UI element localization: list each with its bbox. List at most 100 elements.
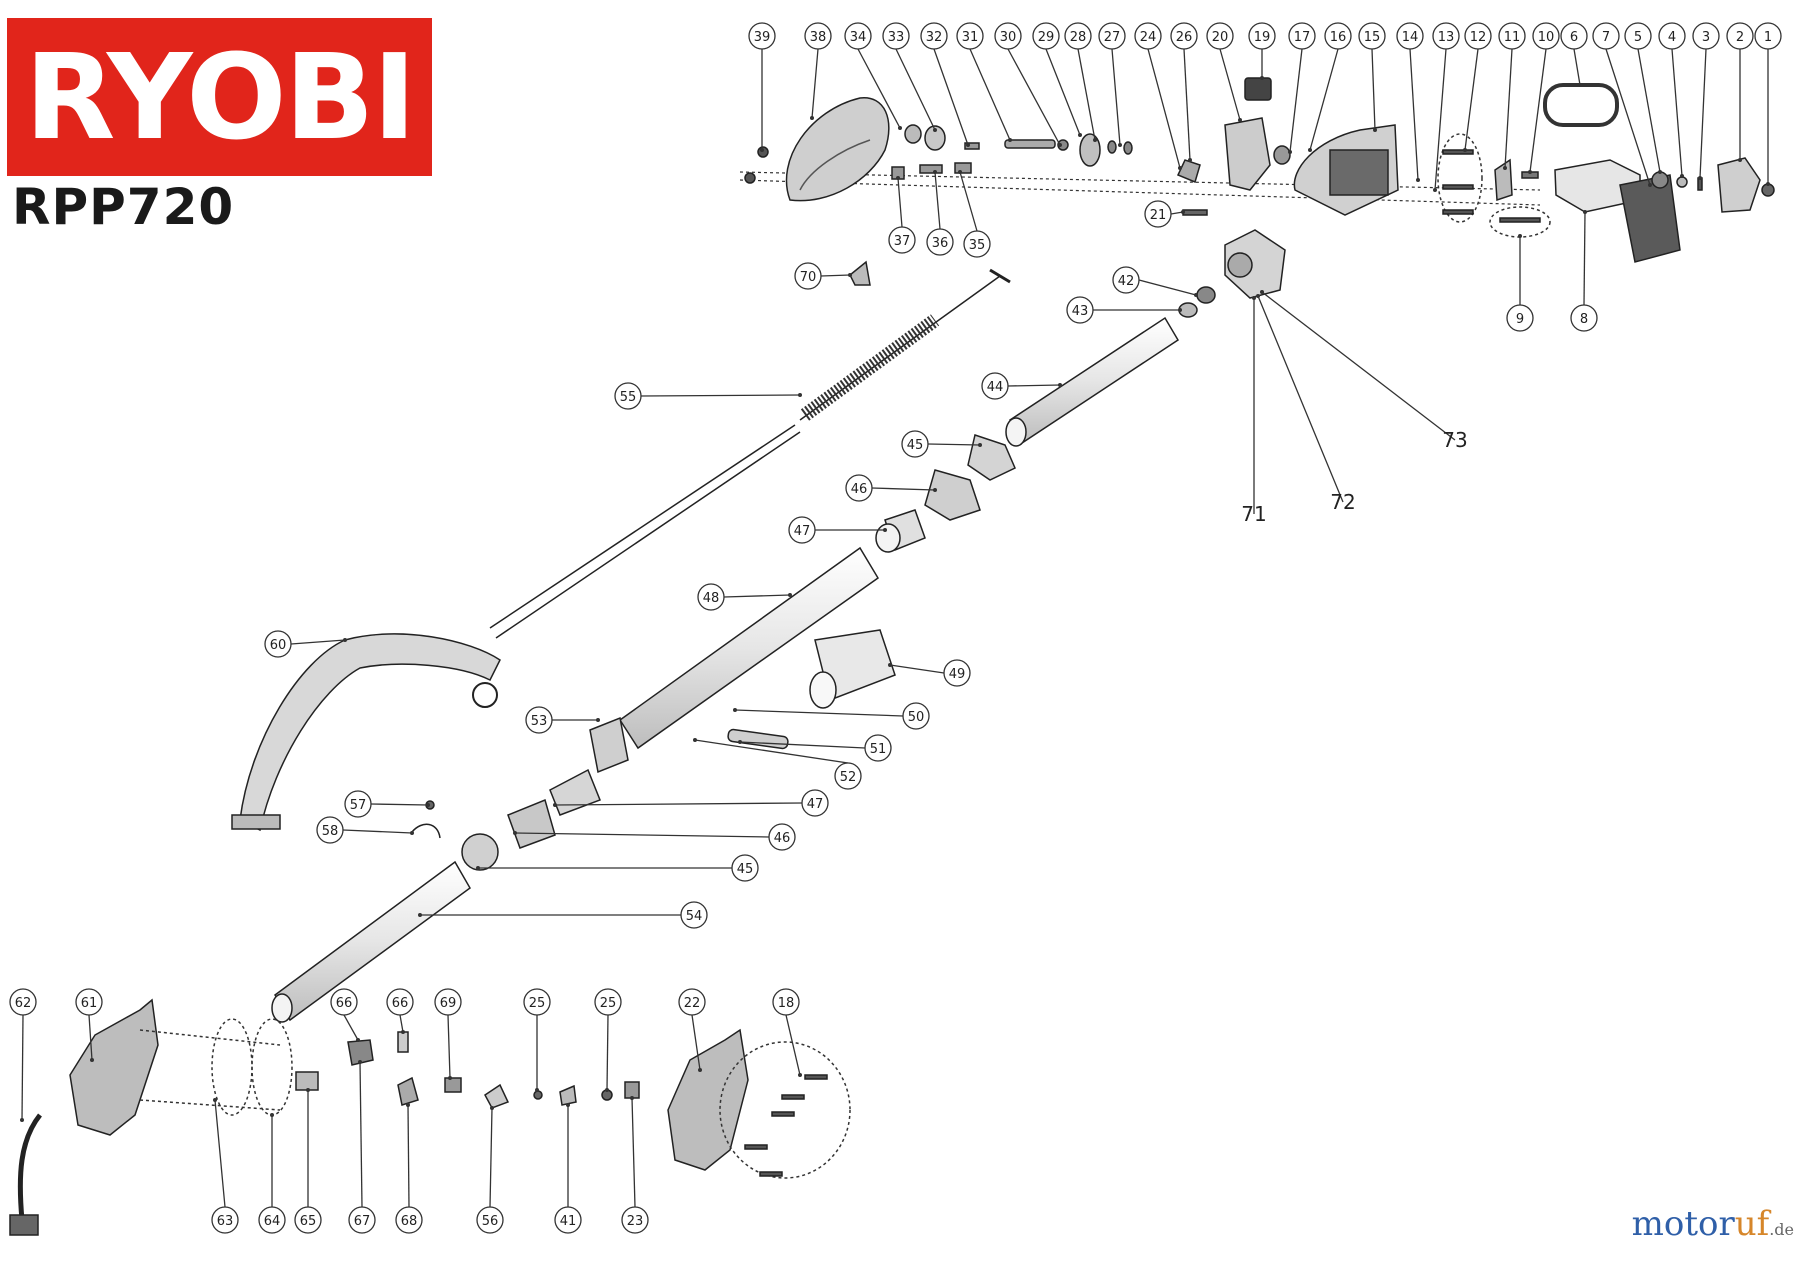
callout-leader-dot	[1178, 166, 1182, 170]
callout-leader-line	[1671, 48, 1683, 177]
callout-leader-dot	[1260, 76, 1264, 80]
callout-number: 34	[850, 30, 867, 45]
callout-leader-line	[88, 1014, 93, 1061]
callout-leader-line	[1183, 48, 1191, 161]
callout-circle	[956, 22, 984, 50]
callout-circle	[1066, 296, 1094, 324]
callout-leader-line	[1077, 48, 1096, 141]
callout-leader-dot	[1680, 174, 1684, 178]
callout-2: 2	[1726, 22, 1754, 162]
callout-number: 35	[969, 238, 986, 253]
callout-leader-dot	[1256, 294, 1260, 298]
callout-circle	[1134, 22, 1162, 50]
callout-leader-line	[1170, 211, 1184, 215]
callout-number: 72	[1330, 490, 1355, 514]
callout-number: 58	[322, 824, 339, 839]
callout-number: 61	[81, 996, 98, 1011]
callout-leader-dot	[883, 528, 887, 532]
callout-leader-dot	[1583, 210, 1587, 214]
callout-leader-line	[934, 171, 941, 230]
callout-number: 47	[794, 524, 811, 539]
switch-housing-part	[1224, 117, 1271, 191]
callout-25: 25	[594, 988, 622, 1092]
callout-circle	[748, 22, 776, 50]
callout-67: 67	[348, 1060, 376, 1234]
callout-leader-line	[959, 171, 978, 232]
callout-circle	[1692, 22, 1720, 50]
callout-leader-dot	[1238, 118, 1242, 122]
callout-number: 25	[529, 996, 546, 1011]
callout-circle	[1032, 22, 1060, 50]
callout-number: 70	[800, 270, 817, 285]
callout-5: 5	[1624, 22, 1662, 174]
callout-leader-line	[927, 443, 981, 446]
callout-leader-dot	[848, 273, 852, 277]
callout-number: 41	[560, 1214, 577, 1229]
callout-leader-dot	[1463, 148, 1467, 152]
callout-circle	[864, 734, 892, 762]
callout-leader-line	[1261, 291, 1456, 441]
callout-leader-line	[1573, 48, 1581, 86]
callout-leader-dot	[810, 116, 814, 120]
callout-circle	[794, 262, 822, 290]
callout-number: 68	[401, 1214, 418, 1229]
callout-number: 62	[15, 996, 32, 1011]
callout-leader-dot	[1416, 178, 1420, 182]
watermark: motoruf.de	[1632, 1204, 1794, 1244]
callout-leader-line	[1504, 48, 1513, 169]
callout-21: 21	[1144, 200, 1185, 228]
callout-number: 16	[1330, 30, 1347, 45]
callout-leader-line	[1007, 48, 1061, 146]
callout-leader-dot	[1433, 188, 1437, 192]
callout-leader-dot	[306, 1088, 310, 1092]
callout-leader-dot	[213, 1098, 217, 1102]
callout-leader-dot	[605, 1088, 609, 1092]
callout-leader-line	[1529, 48, 1547, 173]
callout-leader-dot	[798, 393, 802, 397]
upper-tube-part	[1009, 316, 1180, 445]
callout-number: 26	[1176, 30, 1193, 45]
gear-housing-part	[1178, 229, 1286, 318]
callout-47: 47	[553, 789, 829, 817]
callout-54: 54	[418, 901, 708, 929]
callout-number: 60	[270, 638, 287, 653]
callout-62: 62	[9, 988, 37, 1122]
callout-leader-dot	[1766, 182, 1770, 186]
callout-leader-line	[1309, 48, 1339, 151]
callout-leader-line	[290, 639, 346, 645]
callout-number: 66	[336, 996, 353, 1011]
callout-number: 25	[600, 996, 617, 1011]
callout-33: 33	[882, 22, 937, 132]
callout-circle	[680, 901, 708, 929]
callout-13: 13	[1432, 22, 1460, 192]
callout-circle	[1098, 22, 1126, 50]
callout-number: 3	[1702, 30, 1710, 45]
callout-46: 46	[513, 823, 796, 851]
callout-16: 16	[1308, 22, 1352, 152]
callout-circle	[348, 1206, 376, 1234]
callout-circle	[386, 988, 414, 1016]
callout-number: 71	[1241, 502, 1266, 526]
callout-18: 18	[772, 988, 802, 1077]
callout-circle	[920, 22, 948, 50]
callout-circle	[1064, 22, 1092, 50]
main-tube-part	[618, 546, 880, 750]
callout-leader-line	[343, 1014, 359, 1041]
drive-cable-part	[489, 268, 1011, 639]
callout-number: 32	[926, 30, 943, 45]
callout-circle	[834, 762, 862, 790]
callout-leader-dot	[738, 740, 742, 744]
callout-circle	[678, 988, 706, 1016]
callout-leader-line	[1371, 48, 1376, 131]
callout-number: 46	[851, 482, 868, 497]
callout-72: 72	[1256, 294, 1356, 514]
callout-number: 44	[987, 380, 1004, 395]
callout-leader-dot	[1658, 170, 1662, 174]
callout-leader-line	[359, 1061, 363, 1208]
callout-leader-dot	[513, 831, 517, 835]
callout-69: 69	[434, 988, 462, 1080]
callout-circle	[994, 22, 1022, 50]
callout-circle	[1206, 22, 1234, 50]
